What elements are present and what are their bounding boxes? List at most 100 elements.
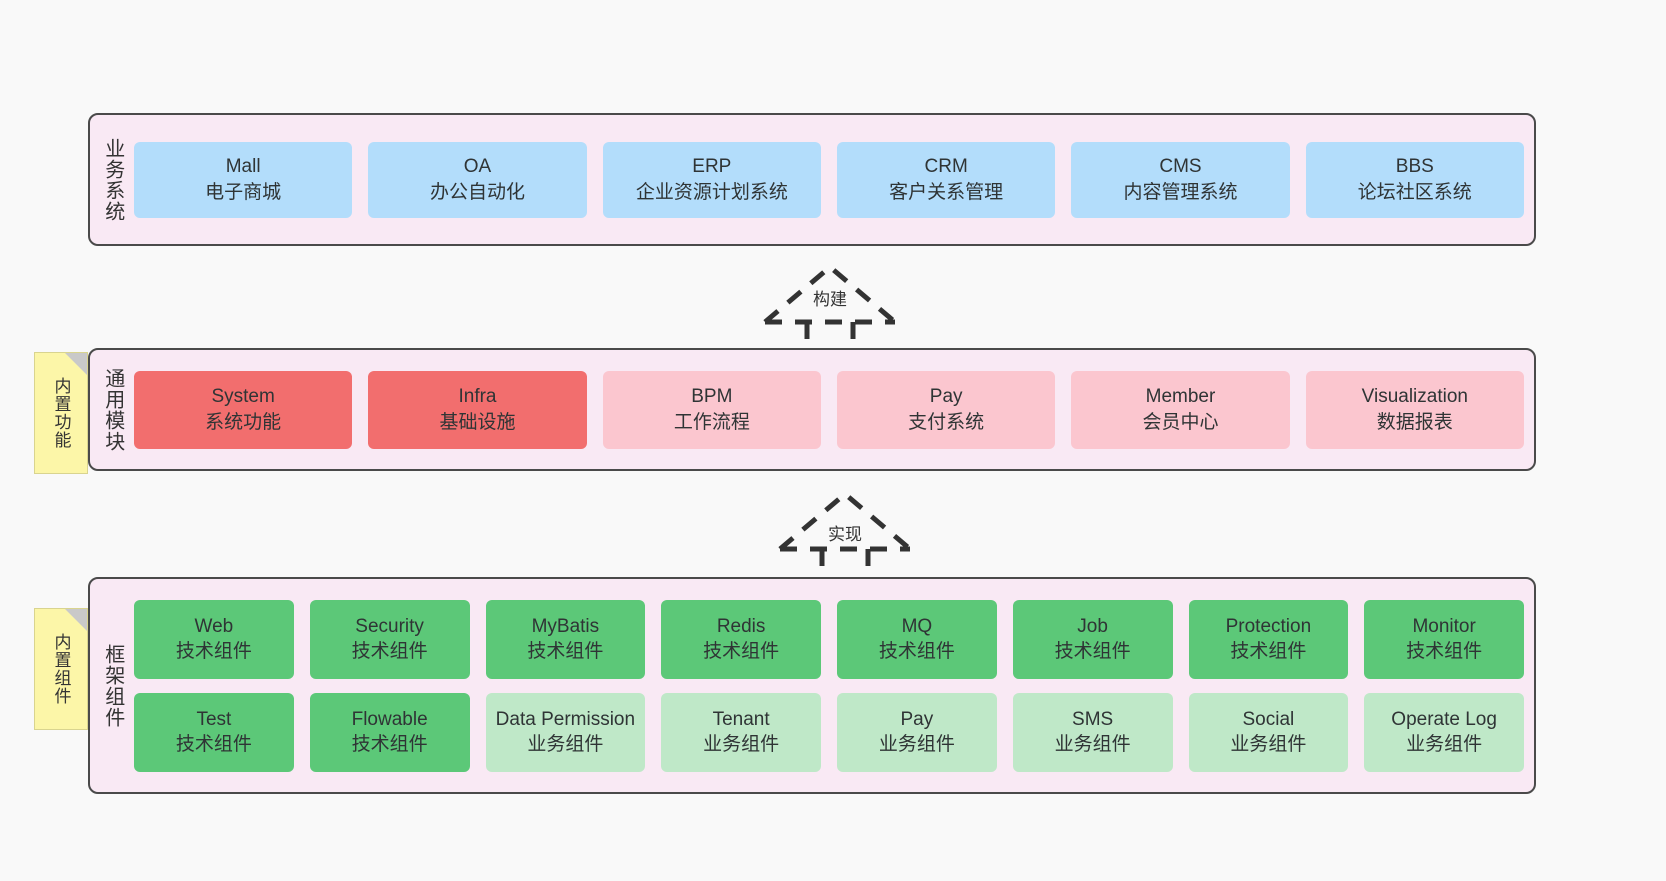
card-subtitle: 论坛社区系统 bbox=[1357, 181, 1472, 203]
card-subtitle: 工作流程 bbox=[673, 411, 750, 433]
card-subtitle: 业务组件 bbox=[1054, 734, 1131, 755]
card-visualization[interactable]: Visualization 数据报表 bbox=[1305, 370, 1524, 449]
layer-common-module: 通用模块 System 系统功能 Infra 基础设施 BPM 工作流程 Pay… bbox=[88, 348, 1536, 471]
connector-build: 构建 bbox=[745, 252, 955, 352]
card-title: Flowable bbox=[351, 708, 428, 730]
layer-body-business-system: Mall 电子商城 OA 办公自动化 ERP 企业资源计划系统 CRM 客户关系… bbox=[134, 115, 1534, 244]
card-pay[interactable]: Pay 支付系统 bbox=[836, 370, 1056, 449]
card-social[interactable]: Social 业务组件 bbox=[1188, 692, 1349, 772]
card-subtitle: 系统功能 bbox=[205, 411, 282, 433]
card-job[interactable]: Job 技术组件 bbox=[1012, 599, 1173, 679]
card-subtitle: 技术组件 bbox=[1230, 641, 1307, 662]
card-title: Tenant bbox=[712, 708, 770, 730]
card-subtitle: 电子商城 bbox=[205, 181, 282, 203]
card-infra[interactable]: Infra 基础设施 bbox=[368, 370, 587, 449]
card-monitor[interactable]: Monitor 技术组件 bbox=[1364, 599, 1524, 679]
card-title: BPM bbox=[691, 386, 733, 408]
layer-body-framework-component: Web 技术组件 Security 技术组件 MyBatis 技术组件 Redi… bbox=[134, 579, 1534, 792]
card-subtitle: 办公自动化 bbox=[429, 181, 525, 203]
card-row: Web 技术组件 Security 技术组件 MyBatis 技术组件 Redi… bbox=[134, 599, 1524, 679]
card-flowable[interactable]: Flowable 技术组件 bbox=[309, 692, 470, 772]
layer-title-common-module: 通用模块 bbox=[101, 367, 124, 452]
card-subtitle: 支付系统 bbox=[908, 411, 985, 433]
connector-implement: 实现 bbox=[760, 483, 970, 583]
card-title: Protection bbox=[1225, 615, 1312, 637]
card-bbs[interactable]: BBS 论坛社区系统 bbox=[1305, 141, 1524, 218]
card-mall[interactable]: Mall 电子商城 bbox=[134, 141, 353, 218]
card-title: Pay bbox=[900, 708, 934, 730]
card-title: Pay bbox=[929, 386, 963, 408]
generalization-arrow-icon bbox=[778, 490, 912, 583]
sticky-note-label: 内置功能 bbox=[51, 377, 71, 449]
card-title: Member bbox=[1145, 386, 1216, 408]
card-row: Mall 电子商城 OA 办公自动化 ERP 企业资源计划系统 CRM 客户关系… bbox=[134, 141, 1524, 218]
card-subtitle: 技术组件 bbox=[351, 734, 428, 755]
card-subtitle: 业务组件 bbox=[1406, 734, 1483, 755]
card-subtitle: 技术组件 bbox=[1406, 641, 1483, 662]
card-security[interactable]: Security 技术组件 bbox=[309, 599, 470, 679]
card-subtitle: 技术组件 bbox=[351, 641, 428, 662]
card-subtitle: 技术组件 bbox=[527, 641, 604, 662]
card-title: Web bbox=[194, 615, 234, 637]
layer-business-system: 业务系统 Mall 电子商城 OA 办公自动化 ERP 企业资源计划系统 CRM… bbox=[88, 113, 1536, 246]
card-title: MyBatis bbox=[531, 615, 600, 637]
card-title: Redis bbox=[716, 615, 766, 637]
card-subtitle: 会员中心 bbox=[1142, 411, 1219, 433]
card-member[interactable]: Member 会员中心 bbox=[1071, 370, 1290, 449]
card-title: Data Permission bbox=[495, 708, 636, 730]
generalization-arrow-icon bbox=[763, 263, 897, 352]
card-subtitle: 业务组件 bbox=[878, 734, 955, 755]
card-subtitle: 数据报表 bbox=[1376, 411, 1453, 433]
layer-body-common-module: System 系统功能 Infra 基础设施 BPM 工作流程 Pay 支付系统… bbox=[134, 350, 1534, 469]
card-bpm[interactable]: BPM 工作流程 bbox=[602, 370, 821, 449]
card-title: Operate Log bbox=[1391, 708, 1497, 730]
card-subtitle: 技术组件 bbox=[703, 641, 780, 662]
card-test[interactable]: Test 技术组件 bbox=[134, 692, 294, 772]
card-title: Infra bbox=[458, 386, 497, 408]
connector-implement-label: 实现 bbox=[828, 525, 862, 544]
card-redis[interactable]: Redis 技术组件 bbox=[661, 599, 821, 679]
card-subtitle: 技术组件 bbox=[175, 734, 252, 755]
card-title: Test bbox=[196, 708, 232, 730]
card-protection[interactable]: Protection 技术组件 bbox=[1188, 599, 1349, 679]
card-subtitle: 客户关系管理 bbox=[889, 181, 1004, 203]
card-subtitle: 技术组件 bbox=[1054, 641, 1131, 662]
note-fold-corner-icon bbox=[65, 609, 87, 631]
card-oa[interactable]: OA 办公自动化 bbox=[368, 141, 587, 218]
card-mq[interactable]: MQ 技术组件 bbox=[837, 599, 997, 679]
card-title: SMS bbox=[1072, 708, 1114, 730]
card-operate-log[interactable]: Operate Log 业务组件 bbox=[1364, 692, 1524, 772]
card-subtitle: 内容管理系统 bbox=[1123, 181, 1238, 203]
card-subtitle: 企业资源计划系统 bbox=[635, 181, 788, 203]
card-title: System bbox=[211, 386, 275, 408]
card-subtitle: 技术组件 bbox=[175, 641, 252, 662]
card-title: Mall bbox=[225, 156, 261, 178]
card-tenant[interactable]: Tenant 业务组件 bbox=[661, 692, 821, 772]
card-mybatis[interactable]: MyBatis 技术组件 bbox=[485, 599, 646, 679]
card-subtitle: 基础设施 bbox=[439, 411, 516, 433]
card-system[interactable]: System 系统功能 bbox=[134, 370, 353, 449]
card-title: Visualization bbox=[1361, 386, 1468, 408]
card-row: Test 技术组件 Flowable 技术组件 Data Permission … bbox=[134, 692, 1524, 772]
sticky-note-label: 内置组件 bbox=[51, 633, 71, 705]
card-erp[interactable]: ERP 企业资源计划系统 bbox=[602, 141, 821, 218]
card-title: ERP bbox=[692, 156, 732, 178]
sticky-note-builtin-component: 内置组件 bbox=[34, 608, 88, 730]
card-subtitle: 技术组件 bbox=[878, 641, 955, 662]
layer-framework-component: 框架组件 Web 技术组件 Security 技术组件 MyBatis 技术组件… bbox=[88, 577, 1536, 794]
card-web[interactable]: Web 技术组件 bbox=[134, 599, 294, 679]
card-title: MQ bbox=[901, 615, 933, 637]
card-subtitle: 业务组件 bbox=[1230, 734, 1307, 755]
card-title: Monitor bbox=[1412, 615, 1476, 637]
card-pay-business[interactable]: Pay 业务组件 bbox=[837, 692, 997, 772]
card-cms[interactable]: CMS 内容管理系统 bbox=[1071, 141, 1290, 218]
card-title: Job bbox=[1077, 615, 1108, 637]
card-crm[interactable]: CRM 客户关系管理 bbox=[836, 141, 1056, 218]
layer-title-framework-component: 框架组件 bbox=[101, 643, 124, 728]
card-subtitle: 业务组件 bbox=[527, 734, 604, 755]
note-fold-corner-icon bbox=[65, 353, 87, 375]
connector-build-label: 构建 bbox=[813, 290, 847, 309]
card-title: BBS bbox=[1395, 156, 1434, 178]
card-sms[interactable]: SMS 业务组件 bbox=[1012, 692, 1173, 772]
card-data-permission[interactable]: Data Permission 业务组件 bbox=[485, 692, 646, 772]
